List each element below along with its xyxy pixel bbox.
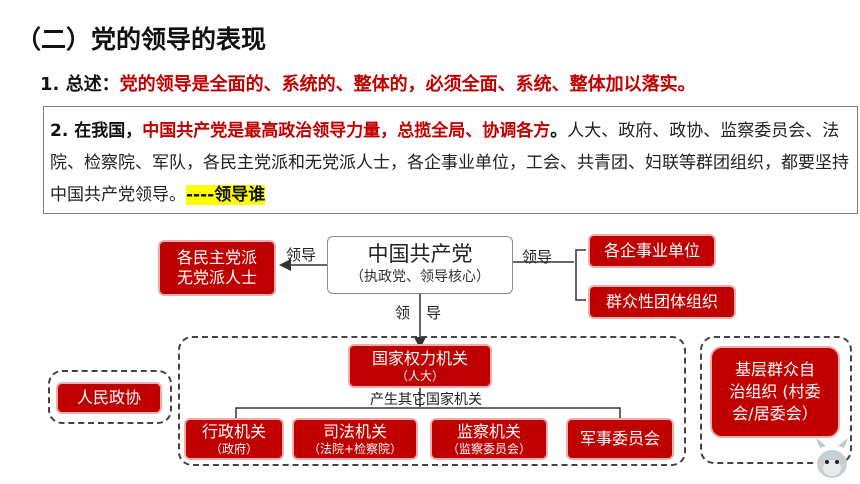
label-lead-right: 领导 — [522, 248, 553, 266]
box-npc-sub: （人大） — [395, 368, 444, 383]
box-enterprises: 各企事业单位 — [588, 234, 716, 268]
box-supervisory-main: 监察机关 — [456, 421, 521, 441]
box-judicial-main: 司法机关 — [322, 421, 387, 441]
point2-prefix: 2. 在我国， — [50, 121, 143, 141]
box-democratic-parties: 各民主党派 无党派人士 — [158, 240, 276, 296]
box-cpc-main: 中国共产党 — [367, 242, 473, 266]
box-enterprises-label: 各企事业单位 — [603, 241, 700, 260]
box-military-commission: 军事委员会 — [566, 418, 674, 460]
grassroots-dashed-frame — [700, 336, 852, 464]
box-democratic-parties-line1: 各民主党派 — [176, 248, 257, 267]
box-administrative-main: 行政机关 — [201, 421, 266, 441]
organs-bracket — [235, 407, 621, 420]
box-cpc: 中国共产党 （执政党、领导核心） — [327, 236, 513, 294]
page-title: （二）党的领导的表现 — [16, 25, 267, 54]
box-military-commission-main: 军事委员会 — [579, 429, 660, 448]
box-grassroots-line3: 会/居委会） — [732, 404, 818, 423]
point2-red-text: 中国共产党是最高政治领导力量，总揽全局、协调各方 — [142, 121, 551, 141]
label-lead-left: 领导 — [286, 246, 317, 264]
box-grassroots-line1: 基层群众自 — [734, 360, 815, 379]
box-npc: 国家权力机关 （人大） — [348, 344, 492, 388]
label-produce-2: 国家机关 — [426, 392, 482, 408]
label-lead-down-1: 领 — [395, 304, 411, 322]
box-administrative: 行政机关 （政府） — [184, 418, 284, 460]
point2-box: 2. 在我国，中国共产党是最高政治领导力量，总揽全局、协调各方。人大、政府、政协… — [43, 106, 858, 214]
cppcc-dashed-frame — [48, 370, 172, 424]
box-npc-main: 国家权力机关 — [371, 348, 468, 368]
box-judicial-sub: （法院+检察院） — [307, 441, 403, 456]
summary-line: 1. 总述：党的领导是全面的、系统的、整体的，必须全面、系统、整体加以落实。 — [40, 70, 696, 96]
right-bracket — [575, 249, 586, 301]
box-cppcc-label: 人民政协 — [76, 388, 141, 407]
box-judicial: 司法机关 （法院+检察院） — [292, 418, 418, 460]
summary-text: 党的领导是全面的、系统的、整体的，必须全面、系统、整体加以落实。 — [119, 74, 696, 95]
mascot-icon — [816, 438, 848, 478]
box-administrative-sub: （政府） — [209, 441, 258, 456]
box-supervisory: 监察机关 （监察委员会） — [430, 418, 548, 460]
box-mass-organizations-label: 群众性团体组织 — [605, 292, 718, 311]
box-democratic-parties-line2: 无党派人士 — [176, 268, 257, 287]
box-cpc-sub: （执政党、领导核心） — [350, 269, 490, 285]
box-cppcc: 人民政协 — [56, 382, 162, 414]
summary-prefix: 1. 总述： — [40, 74, 120, 95]
box-mass-organizations: 群众性团体组织 — [588, 285, 736, 319]
box-grassroots-line2: 治组织 (村委 — [729, 382, 821, 401]
box-supervisory-sub: （监察委员会） — [446, 441, 531, 456]
state-organs-dashed-frame — [178, 336, 686, 466]
label-produce-1: 产生其它 — [370, 392, 426, 408]
point2-highlight: ----领导谁 — [186, 185, 266, 205]
point2-body: 人大、政府、政协、监察委员会、法院、检察院、军队，各民主党派和无党派人士，各企事… — [50, 121, 849, 205]
point2-period: 。 — [550, 121, 568, 141]
label-lead-down-2: 导 — [426, 304, 442, 322]
box-grassroots: 基层群众自 治组织 (村委 会/居委会） — [710, 346, 840, 438]
